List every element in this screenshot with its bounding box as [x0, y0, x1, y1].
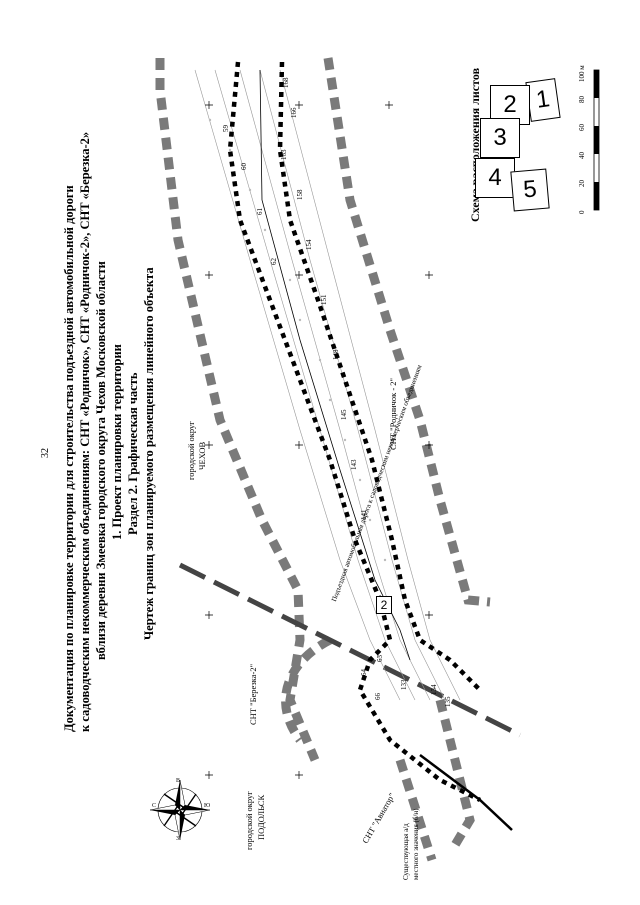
scale-tick-100: 100 м [578, 65, 586, 82]
road-zone-right [277, 61, 482, 692]
boundary-outer-right [323, 57, 491, 607]
point-number: 64 [360, 669, 368, 676]
point-number: 134 [430, 684, 438, 696]
okrug-podolsk-label-2: ПОДОЛЬСК [256, 794, 266, 840]
sheet-marker: 2 [376, 596, 392, 614]
sheet-scheme-cell-1: 1 [525, 78, 561, 122]
okrug-chekhov-label-1: городской округ [186, 421, 196, 480]
boundary-zone-lower [435, 698, 475, 848]
scale-tick-80: 80 [578, 96, 586, 103]
scale-tick-20: 20 [578, 180, 586, 187]
point-number: 133 [400, 679, 408, 691]
compass-south: З [176, 836, 180, 842]
point-number: 168 [282, 77, 290, 89]
point-number: 154 [305, 239, 313, 251]
point-number: 158 [296, 189, 304, 201]
sheet-number: 3 [493, 124, 507, 151]
scale-bar [593, 69, 600, 211]
title-line-6: Чертеж границ зон планируемого размещени… [142, 267, 156, 640]
okrug-podolsk-label-1: городской округ [244, 791, 254, 850]
point-number: 148 [332, 349, 340, 361]
sheet-scheme-cell-5: 5 [510, 168, 550, 212]
boundary-zone-lower2 [395, 758, 437, 862]
point-number: 66 [374, 693, 382, 700]
title-line-3: вблизи деревни Змеевка городского округа… [94, 261, 108, 660]
boundary-curve [281, 635, 333, 743]
existing-road-label-2: местного значения (б/н) [412, 808, 420, 880]
point-number: 60 [240, 163, 248, 170]
existing-road-label-1: Существующая а/д [402, 823, 410, 880]
point-number: 62 [270, 258, 278, 265]
compass-east: Ю [204, 803, 211, 809]
point-number: 141 [360, 509, 368, 521]
point-number: 143 [350, 459, 358, 471]
point-number: 59 [222, 125, 230, 132]
scale-tick-60: 60 [578, 124, 586, 131]
okrug-chekhov-label-2: ЧЕХОВ [197, 441, 207, 470]
sheet-number: 4 [488, 164, 502, 191]
road-zone-left [227, 61, 482, 803]
title-line-5: Раздел 2. Графическая часть [126, 372, 140, 535]
compass-rose [149, 779, 211, 841]
road-axis [259, 69, 411, 661]
sheet-number: 2 [503, 91, 517, 118]
compass-west: С [152, 803, 157, 809]
point-number: 63 [376, 655, 384, 662]
sheet-scheme-cell-4: 4 [475, 158, 515, 198]
snt-berezka2-label: СНТ "Березка-2" [248, 663, 258, 725]
point-number: 135 [444, 696, 452, 708]
compass-north: В [176, 778, 181, 784]
municipal-boundary [178, 562, 522, 738]
title-line-2: к садоводческим некоммерческим объединен… [78, 131, 92, 732]
scale-tick-40: 40 [578, 152, 586, 159]
sheet-scheme-cell-3: 3 [480, 118, 520, 158]
page-number: 32 [40, 448, 51, 458]
existing-road [419, 754, 513, 831]
sheet-number: 1 [534, 85, 552, 114]
boundary-outer-left [155, 58, 320, 762]
point-number: 145 [340, 409, 348, 421]
title-line-4: 1. Проект планировки территории [110, 344, 124, 540]
title-line-1: Документация по планировке территории дл… [62, 185, 76, 732]
point-number: 61 [256, 208, 264, 215]
scale-tick-0: 0 [578, 210, 586, 215]
point-number: 163 [280, 149, 288, 161]
point-number: 151 [320, 294, 328, 306]
sheet-number: 5 [522, 175, 538, 204]
point-number: 166 [290, 107, 298, 119]
